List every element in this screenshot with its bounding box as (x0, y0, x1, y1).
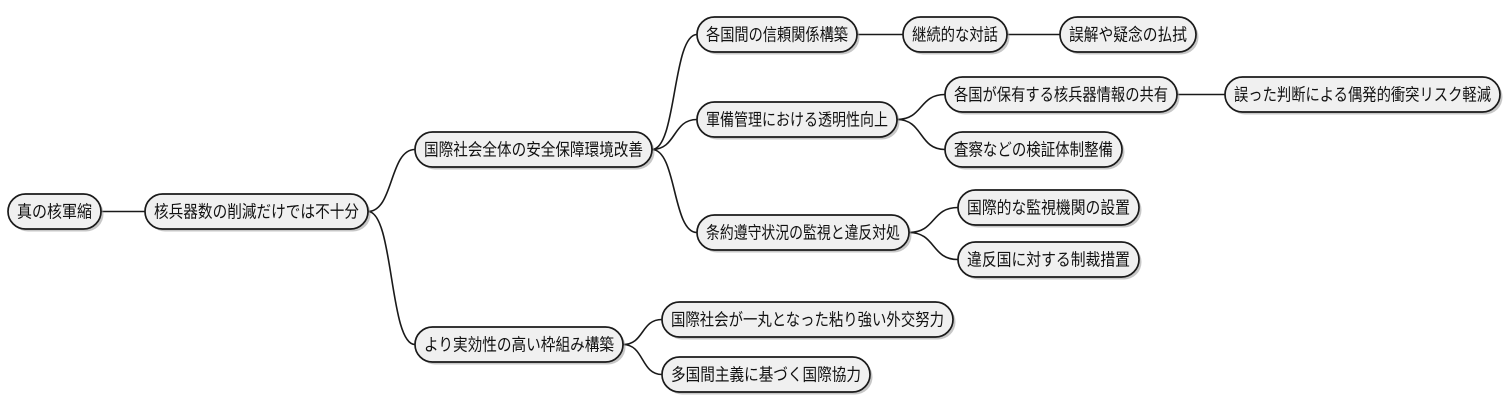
node-label: 国際社会全体の安全保障環境改善 (424, 141, 643, 161)
node-box (661, 356, 871, 393)
mindmap-edge (622, 343, 663, 376)
node-box (696, 101, 898, 138)
node-box (144, 193, 369, 230)
mindmap-edge (896, 118, 946, 151)
node-box (696, 214, 910, 251)
mindmap-node[interactable]: 各国が保有する核兵器情報の共有 (944, 76, 1180, 115)
node-box (414, 326, 624, 363)
node-label: 真の核軍縮 (17, 203, 92, 223)
mindmap-node[interactable]: より実効性の高い枠組み構築 (414, 326, 626, 365)
node-box (661, 301, 954, 338)
mindmap-edge (367, 210, 416, 346)
node-box (944, 131, 1123, 168)
node-label: 多国間主義に基づく国際協力 (671, 366, 861, 386)
node-box (414, 131, 653, 168)
mindmap-node[interactable]: 国際社会が一丸となった粘り強い外交努力 (661, 301, 956, 340)
mindmap-edge (651, 148, 698, 234)
node-label: 継続的な対話 (912, 26, 998, 46)
node-box (7, 193, 102, 230)
mindmap-edge (367, 148, 416, 213)
node-box (957, 189, 1140, 226)
mindmap-node[interactable]: 多国間主義に基づく国際協力 (661, 356, 873, 395)
mindmap-node[interactable]: 各国間の信頼関係構築 (696, 16, 860, 55)
mindmap-node[interactable]: 真の核軍縮 (7, 193, 104, 232)
mindmap-edge (651, 33, 698, 151)
node-box (1059, 16, 1197, 53)
node-label: 査察などの検証体制整備 (954, 141, 1113, 161)
node-label: 各国間の信頼関係構築 (706, 26, 848, 46)
mindmap-node[interactable]: 継続的な対話 (902, 16, 1010, 55)
mindmap-edge (622, 318, 663, 346)
mindmap-edge (908, 206, 959, 234)
node-box (696, 16, 858, 53)
mindmap-edge (908, 231, 959, 261)
node-label: 条約遵守状況の監視と違反対処 (706, 224, 900, 244)
mindmap-node[interactable]: 国際社会全体の安全保障環境改善 (414, 131, 655, 170)
node-label: 軍備管理における透明性向上 (706, 111, 888, 131)
mindmap-edge (896, 93, 946, 121)
mindmap-node[interactable]: 軍備管理における透明性向上 (696, 101, 900, 140)
mindmap-edge (651, 118, 698, 151)
node-label: 国際社会が一丸となった粘り強い外交努力 (671, 311, 944, 331)
mindmap-node[interactable]: 国際的な監視機関の設置 (957, 189, 1142, 228)
node-box (957, 241, 1140, 278)
node-box (1224, 76, 1501, 113)
node-label: 各国が保有する核兵器情報の共有 (954, 86, 1168, 106)
node-label: 誤解や疑念の払拭 (1069, 25, 1187, 46)
mindmap-node[interactable]: 誤解や疑念の払拭 (1059, 16, 1199, 55)
mindmap-node[interactable]: 核兵器数の削減だけでは不十分 (144, 193, 371, 232)
node-box (944, 76, 1178, 113)
mindmap-node[interactable]: 条約遵守状況の監視と違反対処 (696, 214, 912, 253)
nodes-layer: 真の核軍縮 核兵器数の削減だけでは不十分 国際社会全体の安全保障環境改善より実効性の… (7, 16, 1503, 395)
node-label: 誤った判断による偶発的衝突リスク軽減 (1234, 86, 1491, 106)
node-label: 国際的な監視機関の設置 (967, 199, 1130, 219)
node-label: より実効性の高い枠組み構築 (424, 336, 614, 356)
node-box (902, 16, 1008, 53)
mindmap-node[interactable]: 査察などの検証体制整備 (944, 131, 1125, 170)
mindmap-node[interactable]: 違反国に対する制裁措置 (957, 241, 1142, 280)
mindmap-node[interactable]: 誤った判断による偶発的衝突リスク軽減 (1224, 76, 1503, 115)
node-label: 核兵器数の削減だけでは不十分 (154, 203, 359, 223)
node-label: 違反国に対する制裁措置 (967, 251, 1130, 271)
edges-layer (101, 33, 1225, 376)
